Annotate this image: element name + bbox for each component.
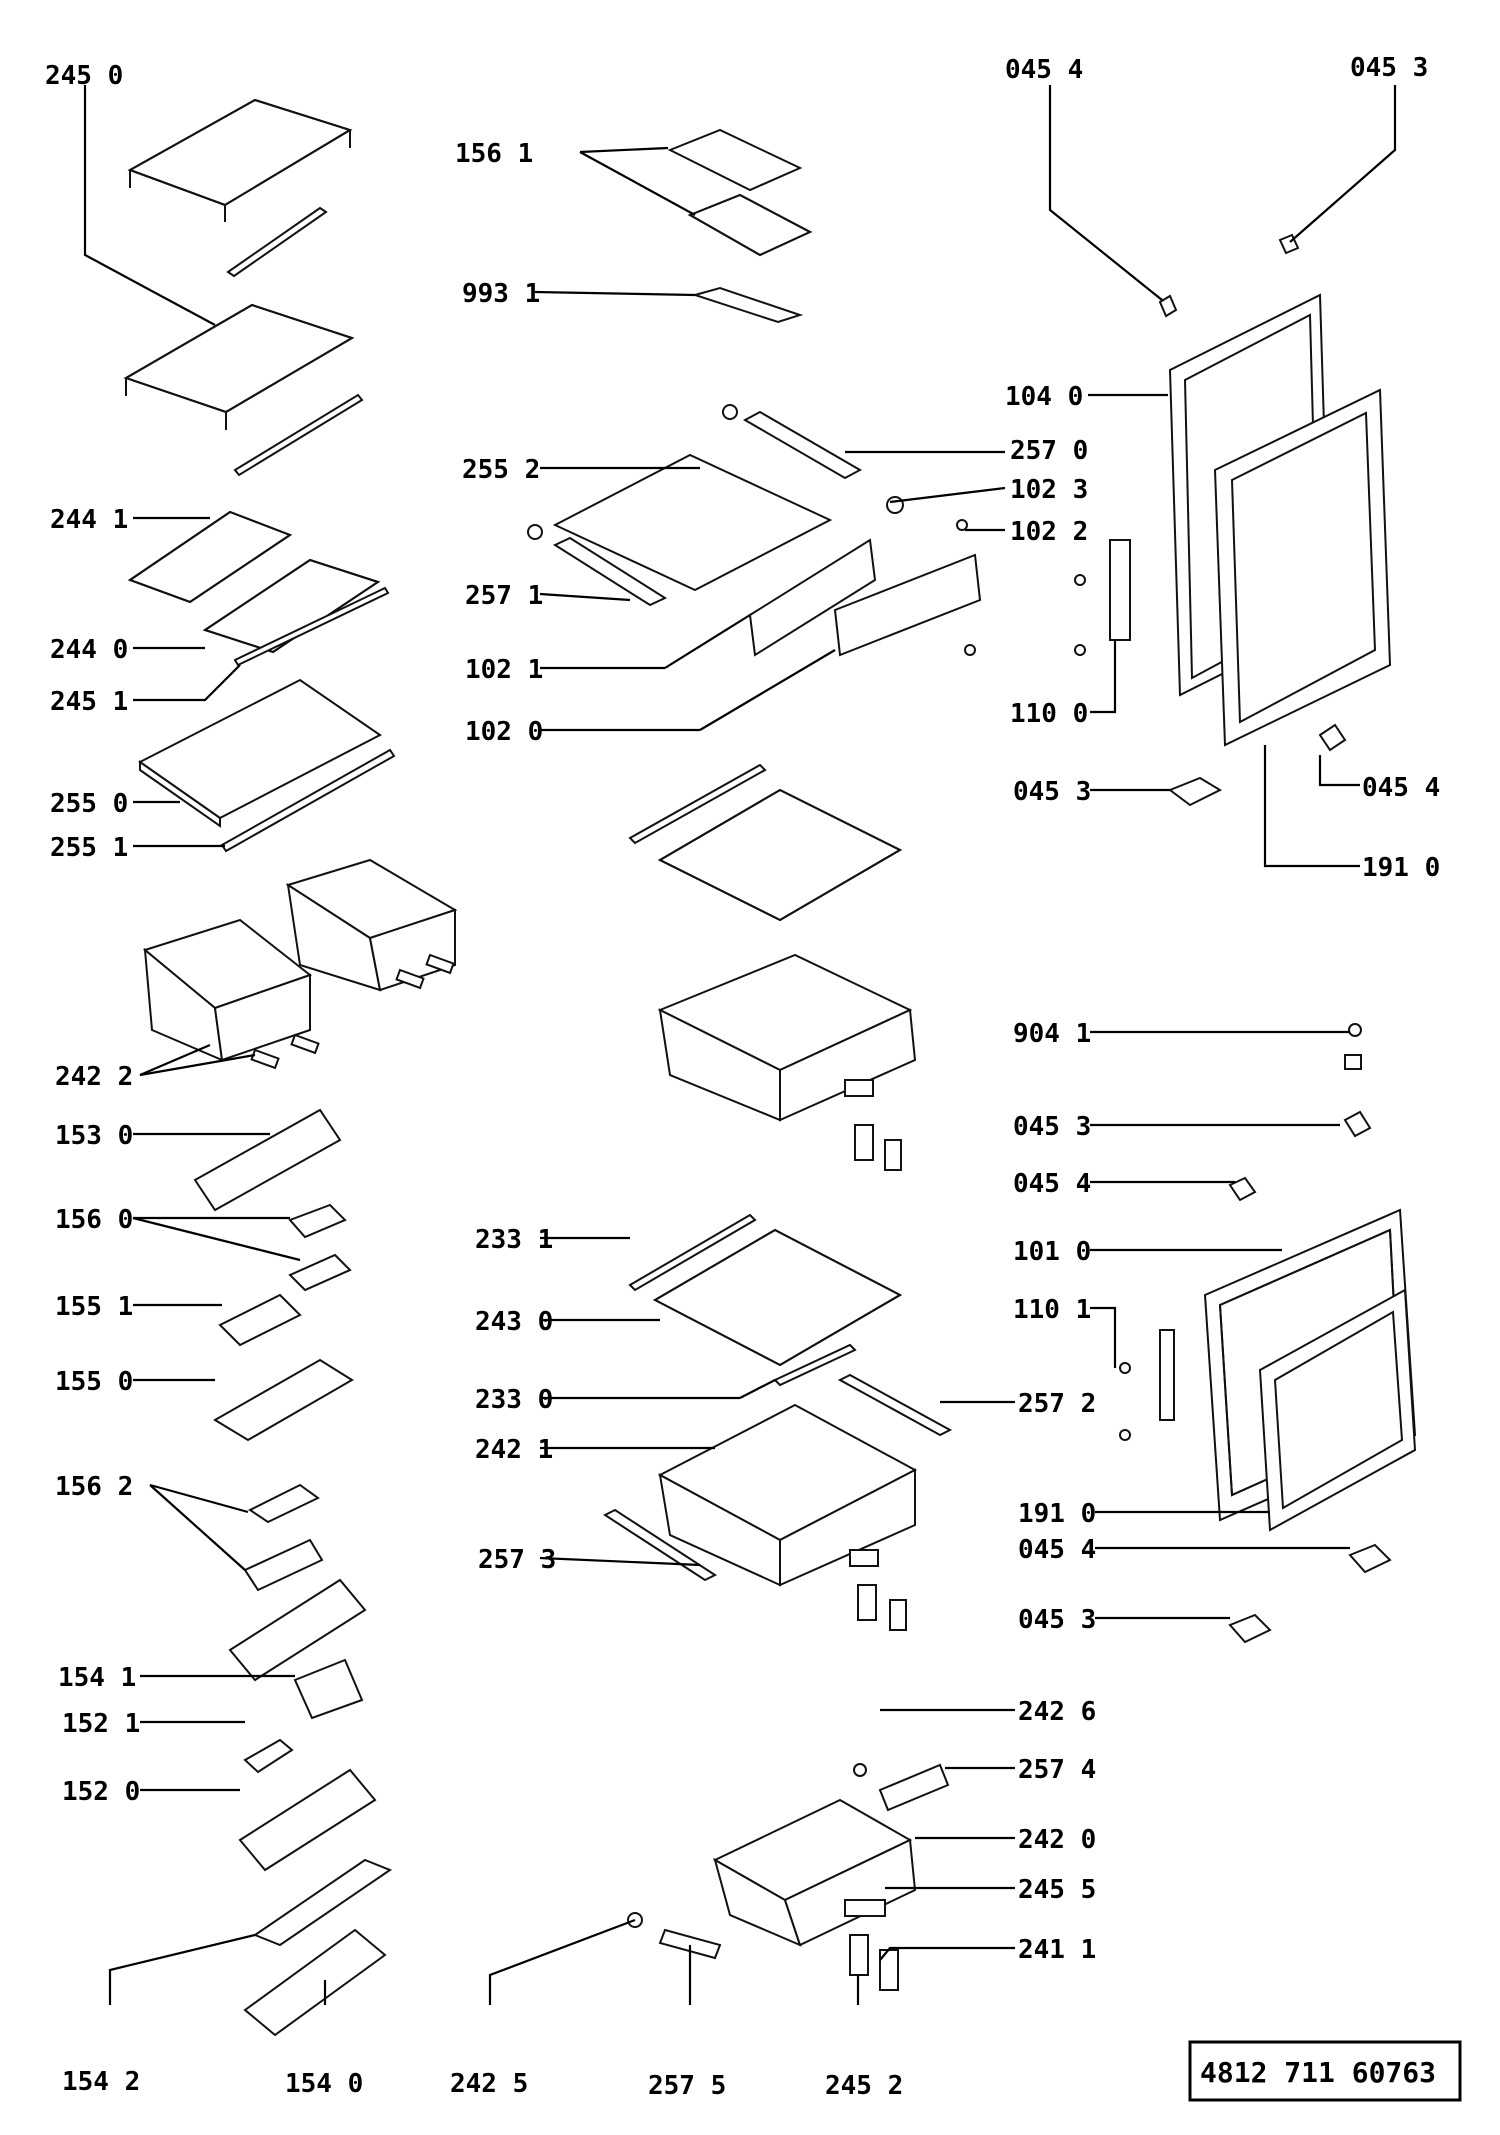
label-904-1: 904 1 — [1013, 1019, 1091, 1049]
label-156-2: 156 2 — [55, 1472, 133, 1502]
label-045-4-d: 045 4 — [1018, 1535, 1096, 1565]
label-242-6: 242 6 — [1018, 1697, 1096, 1727]
leader-lines — [83, 85, 1397, 2005]
label-257-5: 257 5 — [648, 2071, 726, 2101]
door-bins-left — [193, 1108, 393, 2037]
document-code: 4812 711 60763 — [1188, 2040, 1462, 2102]
label-110-1: 110 1 — [1013, 1295, 1091, 1325]
label-154-0: 154 0 — [285, 2069, 363, 2099]
freezer-drawer-lower — [602, 1373, 953, 1631]
label-155-1: 155 1 — [55, 1292, 133, 1322]
label-244-1: 244 1 — [50, 505, 128, 535]
freezer-drawer-upper — [657, 953, 917, 1171]
label-245-1: 245 1 — [50, 687, 128, 717]
label-102-2: 102 2 — [1010, 517, 1088, 547]
label-110-0: 110 0 — [1010, 699, 1088, 729]
label-102-3: 102 3 — [1010, 475, 1088, 505]
freezer-flap-assembly — [527, 404, 982, 657]
label-102-0: 102 0 — [465, 717, 543, 747]
label-243-0: 243 0 — [475, 1307, 553, 1337]
label-155-0: 155 0 — [55, 1367, 133, 1397]
label-153-0: 153 0 — [55, 1121, 133, 1151]
label-255-0: 255 0 — [50, 789, 128, 819]
label-245-0-a: 245 0 — [45, 61, 123, 91]
freezer-door — [1119, 1023, 1417, 1644]
label-191-0-a: 191 0 — [1362, 853, 1440, 883]
freezer-grid-shelf-upper — [628, 763, 903, 922]
label-152-1: 152 1 — [62, 1709, 140, 1739]
label-257-2: 257 2 — [1018, 1389, 1096, 1419]
label-993-1: 993 1 — [462, 279, 540, 309]
label-045-3-b: 045 3 — [1013, 777, 1091, 807]
label-102-1: 102 1 — [465, 655, 543, 685]
freezer-grid-shelf-lower — [628, 1213, 903, 1387]
label-152-0: 152 0 — [62, 1777, 140, 1807]
label-101-0: 101 0 — [1013, 1237, 1091, 1267]
label-244-0: 244 0 — [50, 635, 128, 665]
label-154-1: 154 1 — [58, 1663, 136, 1693]
label-045-3-d: 045 3 — [1018, 1605, 1096, 1635]
part-number-labels: 245 0 156 1 045 4 045 3 993 1 104 0 257 … — [45, 53, 1440, 2101]
label-045-4-b: 045 4 — [1362, 773, 1440, 803]
bottom-drawer — [627, 1763, 950, 1991]
label-257-3: 257 3 — [478, 1545, 556, 1575]
wire-shelf-top — [127, 98, 353, 278]
label-257-4: 257 4 — [1018, 1755, 1096, 1785]
label-045-4-c: 045 4 — [1013, 1169, 1091, 1199]
label-156-1: 156 1 — [455, 139, 533, 169]
document-code-text: 4812 711 60763 — [1200, 2056, 1436, 2089]
glass-shelf — [138, 678, 396, 853]
wire-shelf-middle — [123, 303, 364, 477]
wire-shelf-small — [127, 510, 390, 667]
label-257-0: 257 0 — [1010, 436, 1088, 466]
crisper-drawers-left — [142, 858, 458, 1070]
label-233-1: 233 1 — [475, 1225, 553, 1255]
label-045-3-c: 045 3 — [1013, 1112, 1091, 1142]
label-257-1: 257 1 — [465, 581, 543, 611]
parts-illustrations — [123, 98, 1417, 2037]
label-045-3-a: 045 3 — [1350, 53, 1428, 83]
label-242-5: 242 5 — [450, 2069, 528, 2099]
label-104-0: 104 0 — [1005, 382, 1083, 412]
label-245-5: 245 5 — [1018, 1875, 1096, 1905]
label-242-2: 242 2 — [55, 1062, 133, 1092]
ice-tray-and-lid — [667, 128, 813, 324]
document-code-box — [1188, 2040, 1462, 2102]
label-255-2: 255 2 — [462, 455, 540, 485]
label-241-1: 241 1 — [1018, 1935, 1096, 1965]
label-045-4-a: 045 4 — [1005, 55, 1083, 85]
label-191-0-b: 191 0 — [1018, 1499, 1096, 1529]
label-242-0: 242 0 — [1018, 1825, 1096, 1855]
label-233-0: 233 0 — [475, 1385, 553, 1415]
label-242-1: 242 1 — [475, 1435, 553, 1465]
label-154-2: 154 2 — [62, 2067, 140, 2097]
label-255-1: 255 1 — [50, 833, 128, 863]
fridge-door — [1074, 233, 1392, 807]
label-245-2: 245 2 — [825, 2071, 903, 2101]
label-156-0: 156 0 — [55, 1205, 133, 1235]
